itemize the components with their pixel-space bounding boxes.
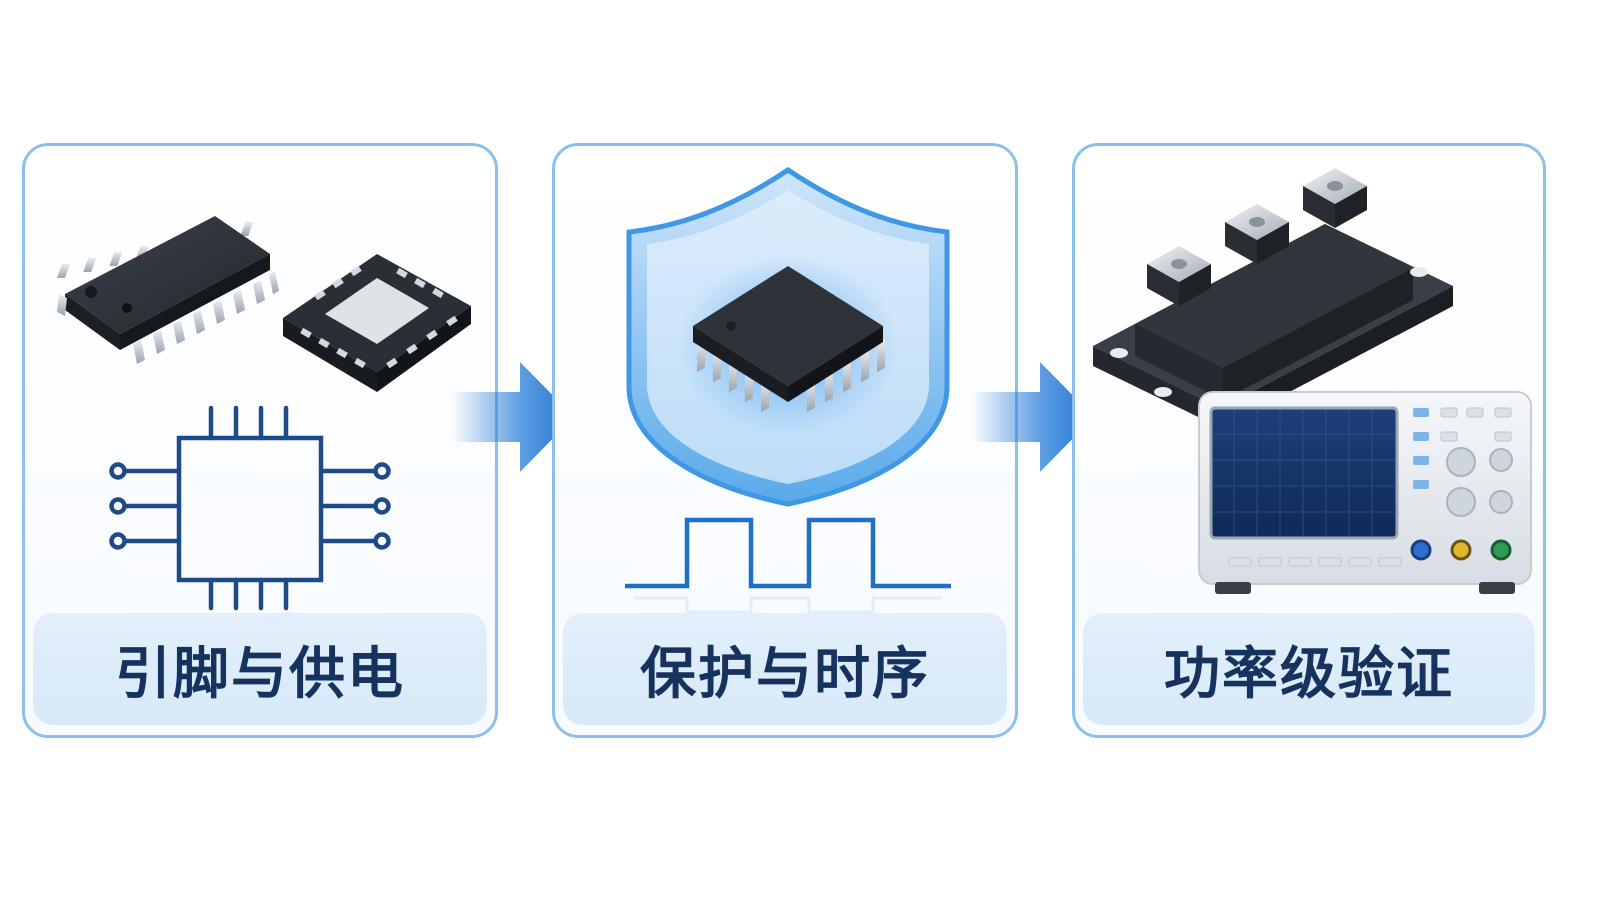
timing-pulse-icon xyxy=(625,517,951,614)
oscilloscope-icon xyxy=(1198,391,1532,594)
arrow-right-icon xyxy=(452,362,574,472)
soic-chip-icon xyxy=(56,216,279,364)
step-card-3: 功率级验证 xyxy=(1072,143,1546,738)
step-card-1: 引脚与供电 xyxy=(22,143,498,738)
step-card-2: 保护与时序 xyxy=(552,143,1018,738)
chip-pinout-icon xyxy=(109,405,391,611)
qfn-chip-icon xyxy=(283,254,471,392)
step-3-illustration xyxy=(1093,168,1532,594)
step-2-label: 保护与时序 xyxy=(563,613,1007,725)
step-1-illustration xyxy=(56,216,471,611)
step-1-label: 引脚与供电 xyxy=(33,613,487,725)
step-2-illustration xyxy=(625,166,951,614)
power-module-icon xyxy=(1093,168,1453,428)
arrow-right-icon xyxy=(972,362,1094,472)
chip-icon xyxy=(693,266,885,412)
step-3-label: 功率级验证 xyxy=(1083,613,1535,725)
